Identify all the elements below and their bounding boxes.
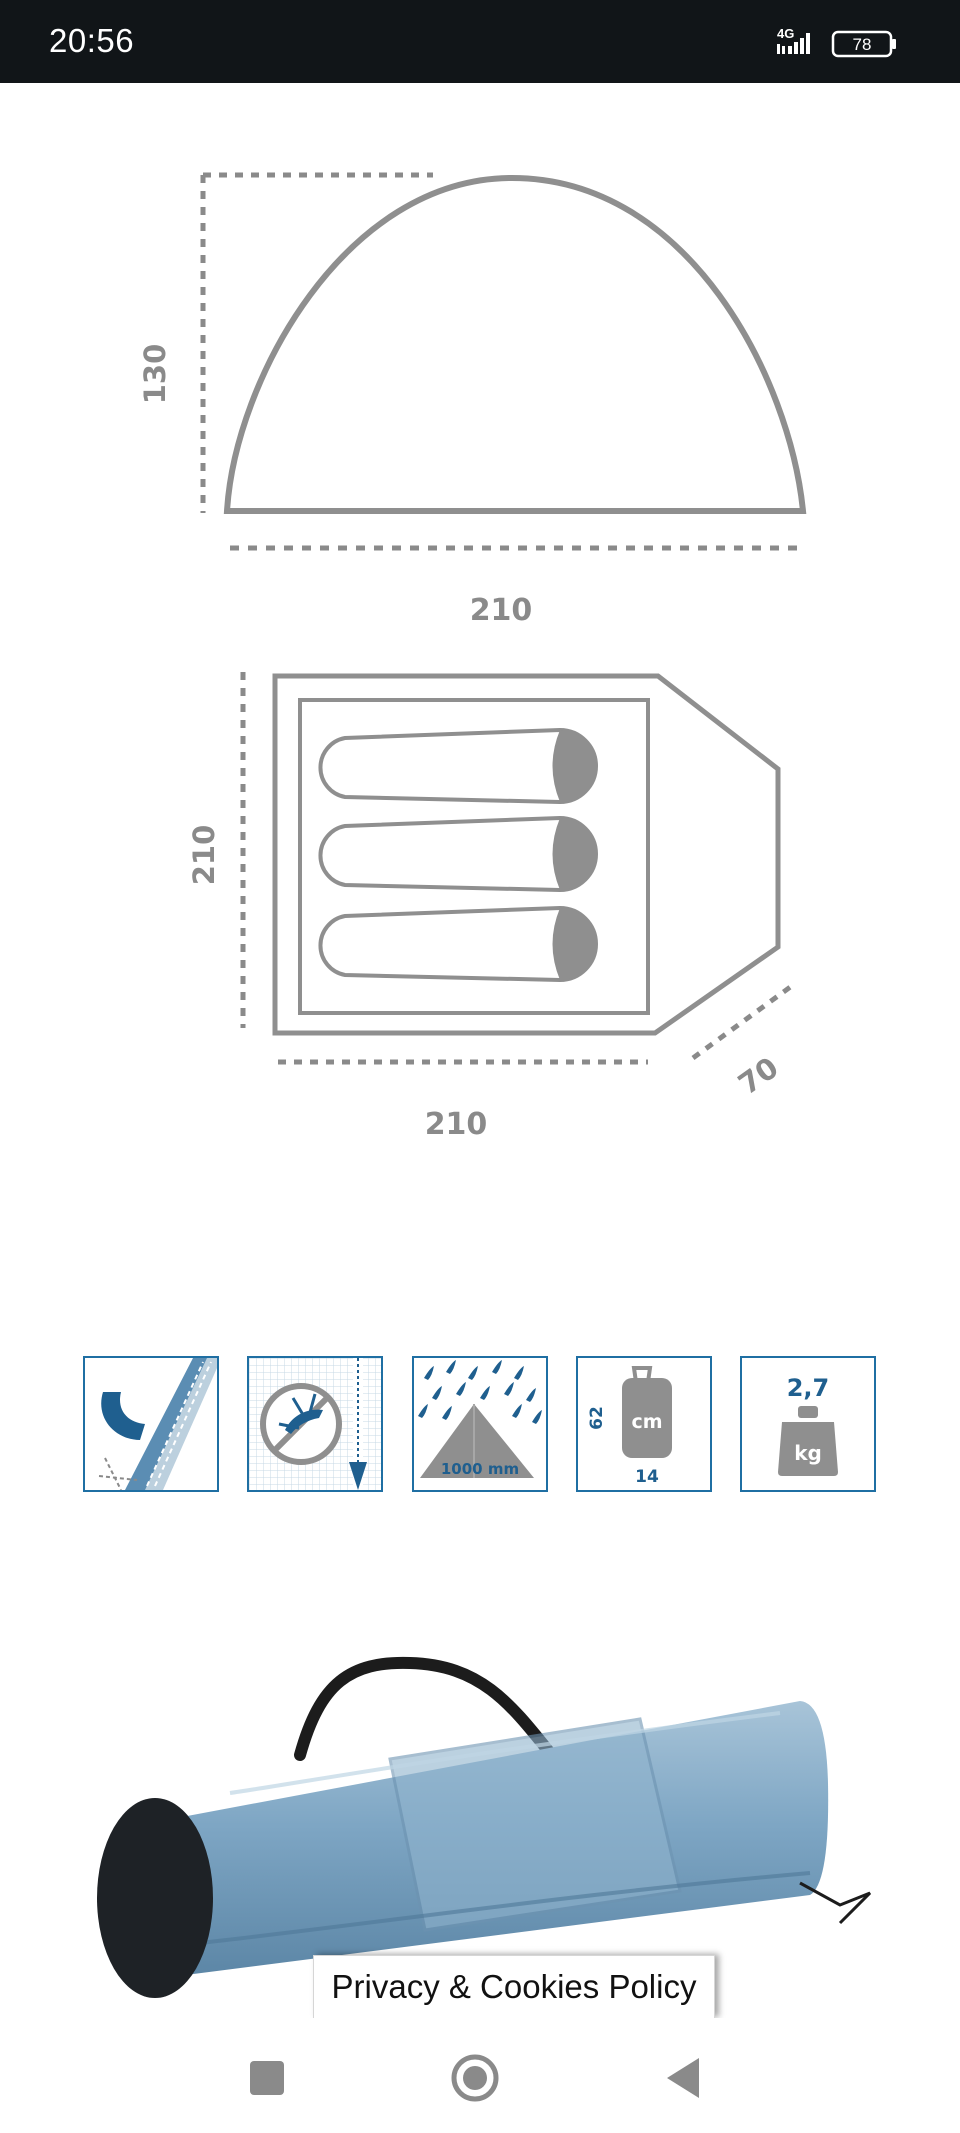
signal-battery-icons: 4G 78 (777, 26, 896, 58)
tent-width-label: 210 (470, 593, 533, 628)
feature-icons-row: 1000 mm cm 62 14 2,7 kg (0, 1356, 960, 1496)
home-button[interactable] (445, 2048, 505, 2108)
navigation-bar (0, 2018, 960, 2133)
packed-tent-bag-illustration (97, 1656, 872, 1998)
vestibule-guide (691, 982, 795, 1061)
pack-size-icon: cm 62 14 (576, 1356, 712, 1492)
vestibule-depth-label: 70 (732, 1050, 785, 1101)
battery-level: 78 (853, 35, 872, 54)
pack-diameter-value: 14 (635, 1467, 659, 1487)
sleeping-bag-1 (318, 727, 598, 805)
back-button[interactable] (653, 2048, 713, 2108)
tent-dome-outline (223, 174, 807, 514)
circle-icon (451, 2054, 499, 2102)
recent-apps-button[interactable] (237, 2048, 297, 2108)
privacy-link-label: Privacy & Cookies Policy (331, 1968, 697, 2005)
back-triangle-icon (667, 2058, 699, 2098)
waterproof-icon: 1000 mm (412, 1356, 548, 1492)
waterproof-rating-label: 1000 mm (441, 1460, 519, 1478)
signal-icon (777, 33, 810, 54)
inner-tent-outline (298, 698, 650, 1015)
battery-icon: 78 (831, 30, 896, 58)
status-time: 20:56 (49, 22, 135, 59)
sleeping-bag-2 (318, 815, 598, 893)
pack-size-unit: cm (631, 1411, 662, 1433)
floor-width-label: 210 (425, 1107, 488, 1142)
weight-icon: 2,7 kg (740, 1356, 876, 1492)
tent-floor-plan-diagram: 210 210 70 (187, 672, 795, 1142)
tent-side-view-diagram: 130 210 (138, 172, 807, 628)
weight-unit: kg (794, 1441, 822, 1465)
floor-depth-label: 210 (187, 825, 221, 886)
square-icon (250, 2061, 284, 2095)
status-icons: 4G 78 (775, 26, 905, 60)
mosquito-net-icon (247, 1356, 383, 1492)
weight-value: 2,7 (787, 1374, 830, 1402)
network-type-label: 4G (777, 26, 794, 41)
sleeping-bag-3 (318, 905, 598, 983)
product-image-area: 130 210 210 210 70 (0, 83, 960, 2018)
tent-height-label: 130 (138, 344, 172, 405)
status-bar: 20:56 4G 78 (0, 0, 960, 83)
sleeping-bag-icons (318, 727, 598, 983)
tent-footprint-outline (272, 673, 781, 1036)
pack-height-value: 62 (587, 1406, 607, 1430)
privacy-cookies-policy-link[interactable]: Privacy & Cookies Policy (313, 1955, 715, 2018)
stitching-icon (83, 1356, 219, 1492)
